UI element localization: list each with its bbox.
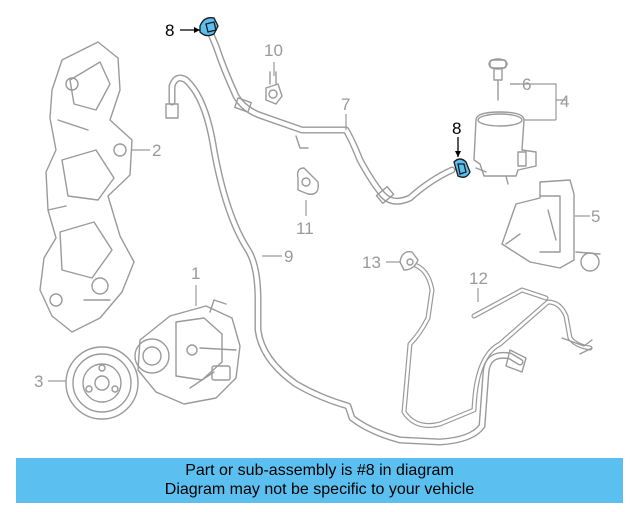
banner-line-disclaimer: Diagram may not be specific to your vehi…	[164, 481, 475, 498]
callout-8-top: 8	[165, 21, 174, 40]
part-8-clamp-top[interactable]	[199, 17, 219, 37]
callout-12: 12	[469, 269, 488, 288]
callout-7: 7	[341, 95, 350, 114]
part-12-line	[401, 261, 593, 428]
callout-11: 11	[296, 219, 314, 238]
callout-6: 6	[522, 75, 531, 94]
banner-line-part: Part or sub-assembly is #8 in diagram	[185, 462, 454, 479]
part-3-pulley	[65, 346, 139, 420]
callout-4: 4	[560, 92, 569, 111]
callout-1: 1	[191, 264, 200, 283]
callout-2: 2	[152, 141, 161, 160]
part-8-clamp-right[interactable]	[453, 158, 471, 178]
callout-8-right: 8	[452, 119, 461, 138]
callout-13: 13	[362, 253, 381, 272]
callout-10: 10	[264, 41, 283, 60]
part-7-line	[206, 28, 456, 205]
part-11-bolt	[296, 167, 319, 195]
part-2-bracket	[39, 41, 135, 333]
info-banner: Part or sub-assembly is #8 in diagram Di…	[16, 458, 623, 503]
callout-5: 5	[591, 207, 600, 226]
callout-labels: 8 8 1 2 3 4 5 6 7 9 10 11 12 13	[34, 21, 600, 391]
part-1-pump	[134, 299, 241, 405]
leader-lines	[48, 27, 590, 382]
part-6-cap	[488, 58, 508, 101]
part-4-reservoir	[473, 111, 537, 185]
part-10-bolt	[265, 71, 283, 105]
callout-3: 3	[34, 372, 43, 391]
callout-9: 9	[284, 247, 293, 266]
part-13-fitting	[399, 251, 419, 271]
part-9-hose	[165, 74, 527, 446]
part-5-bracket	[501, 179, 601, 272]
